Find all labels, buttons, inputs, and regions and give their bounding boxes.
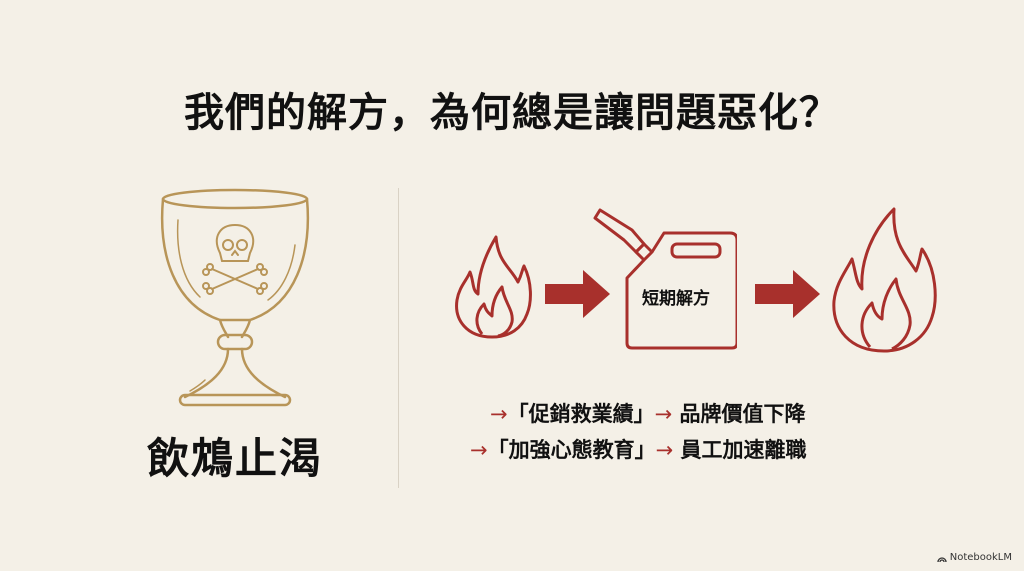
slide-title: 我們的解方，為何總是讓問題惡化？ [184,90,840,136]
example-result: 員工加速離職 [680,438,807,462]
idiom-label: 飲鴆止渴 [146,434,323,483]
examples-list: →「促銷救業績」→ 品牌價值下降 →「加強心態教育」→ 員工加速離職 [470,396,930,468]
brand-watermark: NotebookLM [937,552,1012,563]
right-arrow-icon [545,270,610,318]
arrow-icon: → [654,402,673,426]
right-arrow-icon [755,270,820,318]
brand-name: NotebookLM [949,552,1012,563]
example-action: 「促銷救業績」 [507,402,655,426]
large-flame-icon [832,207,937,353]
notebooklm-logo-icon [937,556,947,562]
short-term-solution-label: 短期解方 [642,289,710,309]
poison-chalice-icon [160,188,310,407]
divider [398,188,399,488]
small-flame-icon [455,235,532,339]
arrow-icon: → [490,402,508,426]
arrow-icon: → [655,438,674,462]
example-item: →「加強心態教育」→ 員工加速離職 [470,432,930,468]
example-result: 品牌價值下降 [679,402,806,426]
gas-can-icon [593,208,737,350]
example-action: 「加強心態教育」 [487,438,656,462]
example-item: →「促銷救業績」→ 品牌價值下降 [470,396,930,432]
arrow-icon: → [470,438,488,462]
